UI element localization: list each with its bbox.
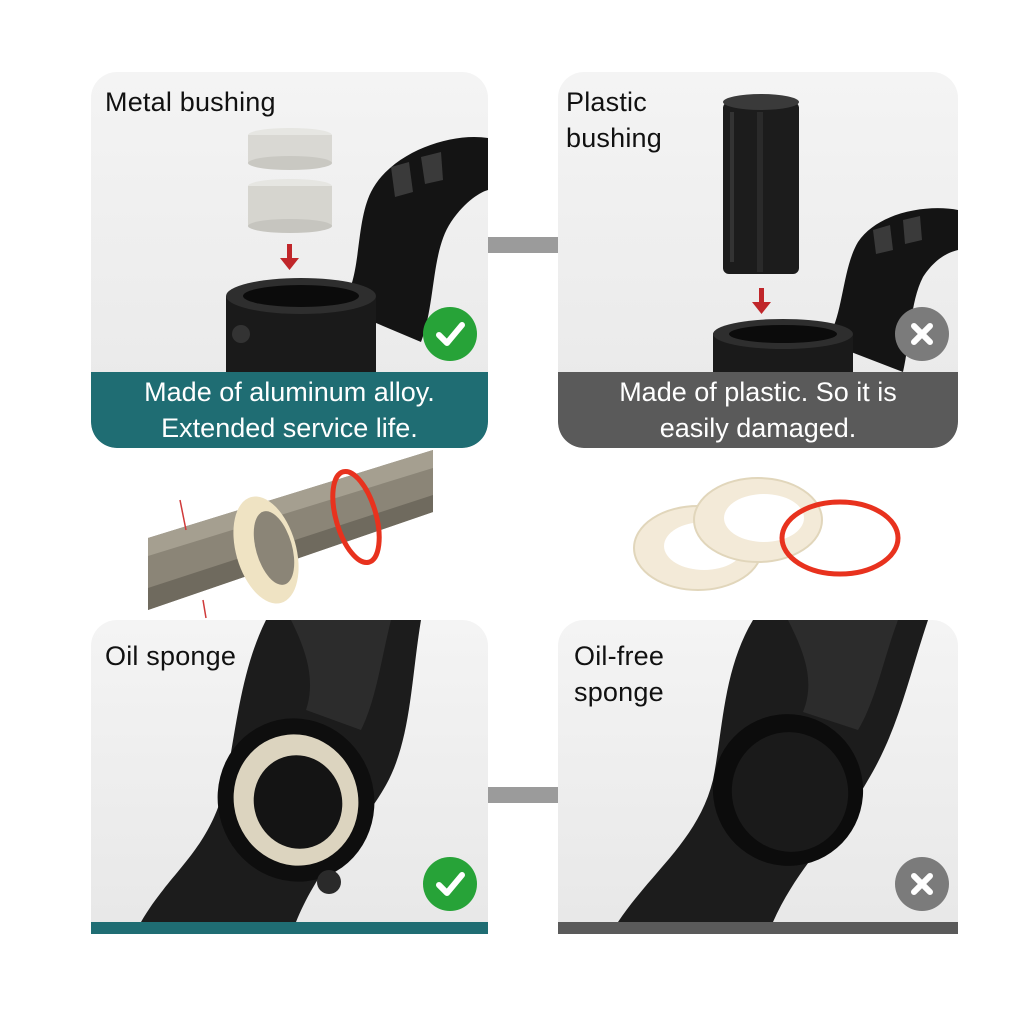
panel-label-oil-free-sponge: Oil-free sponge [574, 641, 665, 707]
x-icon [895, 857, 949, 911]
plastic-bushing-illustration [713, 94, 958, 372]
metal-bushing-illustration [226, 128, 488, 372]
stanchion-with-sponge-illustration [148, 450, 433, 619]
status-strip-oil-sponge [91, 922, 488, 934]
check-icon [423, 307, 477, 361]
panel-label-metal-bushing: Metal bushing [105, 87, 276, 117]
panel-oil-free-sponge: Oil-free sponge [558, 620, 958, 922]
connector-bottom [488, 787, 558, 803]
panel-label-plastic-bushing: Plastic bushing [566, 87, 662, 153]
check-icon [423, 857, 477, 911]
status-strip-oil-free-sponge [558, 922, 958, 934]
panel-plastic-bushing: Plastic bushing Made of plastic. So it i… [558, 72, 958, 448]
foam-rings-illustration [633, 477, 901, 591]
banner-plastic-bushing: Made of plastic. So it is easily damaged… [558, 372, 958, 448]
panel-label-oil-sponge: Oil sponge [105, 641, 237, 671]
panel-oil-sponge: Oil sponge [91, 620, 488, 922]
banner-metal-bushing: Made of aluminum alloy. Extended service… [91, 372, 488, 448]
connector-top [488, 237, 558, 253]
oil-free-sponge-illustration [618, 620, 928, 922]
x-icon [895, 307, 949, 361]
oil-sponge-illustration [141, 620, 421, 922]
panel-metal-bushing: Metal bushing Made of aluminum alloy. Ex… [91, 72, 488, 448]
